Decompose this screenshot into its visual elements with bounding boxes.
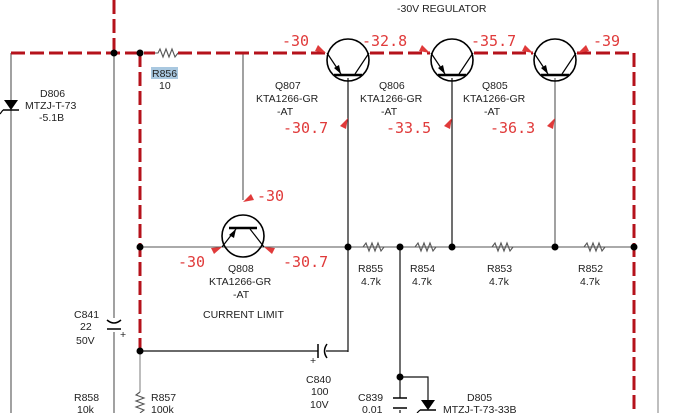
q806-suffix: -AT [381, 106, 398, 118]
r857-symbol[interactable] [134, 391, 146, 413]
c839-symbol[interactable] [392, 397, 408, 410]
q806-symbol[interactable] [430, 38, 474, 82]
current-limit-label: CURRENT LIMIT [203, 309, 284, 321]
r852-symbol[interactable] [583, 241, 606, 253]
q805-base-voltage: -36.3 [490, 119, 535, 137]
c841-symbol[interactable] [104, 318, 124, 332]
r854-symbol[interactable] [414, 241, 437, 253]
q808-base-voltage: -30.7 [283, 253, 328, 271]
q807-base-voltage: -30.7 [283, 119, 328, 137]
q805-emitter-voltage: -35.7 [471, 32, 516, 50]
r852-value: 4.7k [580, 276, 601, 288]
r855-value: 4.7k [361, 276, 382, 288]
q805-symbol[interactable] [533, 38, 577, 82]
q808-symbol[interactable] [221, 214, 265, 258]
c840-ref: C840 [306, 374, 331, 386]
d806-suffix: -5.1B [39, 112, 64, 124]
q808-collector-voltage: -30 [257, 187, 284, 205]
q808-ref: Q808 [228, 263, 254, 275]
c841-value: 22 [80, 321, 92, 333]
wire-d805 [400, 376, 429, 400]
q806-base-voltage: -33.5 [386, 119, 431, 137]
r852-ref: R852 [578, 263, 603, 275]
q805-suffix: -AT [484, 106, 501, 118]
r857-ref: R857 [151, 392, 176, 404]
r858-value: 10k [77, 404, 95, 413]
r854-value: 4.7k [412, 276, 433, 288]
q808-suffix: -AT [233, 289, 250, 301]
q807-suffix: -AT [277, 106, 294, 118]
r854-ref: R854 [410, 263, 435, 275]
q807-symbol[interactable] [326, 38, 370, 82]
c841-plus: + [120, 329, 126, 341]
r857-value: 100k [151, 404, 175, 413]
c840-value: 100 [311, 386, 329, 398]
r853-value: 4.7k [489, 276, 510, 288]
d806-ref: D806 [40, 88, 65, 100]
c841-ref: C841 [74, 309, 99, 321]
q807-part: KTA1266-GR [256, 93, 319, 105]
r856-ref[interactable]: R856 [152, 68, 177, 80]
q805-ref: Q805 [482, 80, 508, 92]
q808-part: KTA1266-GR [209, 276, 272, 288]
q808-emitter-voltage: -30 [178, 253, 205, 271]
q805-part: KTA1266-GR [463, 93, 526, 105]
voltage-markers [211, 45, 589, 254]
c839-ref: C839 [358, 392, 383, 404]
r853-ref: R853 [487, 263, 512, 275]
c840-symbol[interactable] [317, 343, 328, 359]
r856-symbol[interactable] [155, 47, 179, 59]
r853-symbol[interactable] [491, 241, 514, 253]
c841-rating: 50V [76, 335, 95, 347]
q806-emitter-voltage: -32.8 [362, 32, 407, 50]
r858-ref: R858 [74, 392, 99, 404]
regulator-title: -30V REGULATOR [397, 3, 487, 15]
trace-q805-out [577, 51, 636, 413]
q807-emitter-voltage: -30 [282, 32, 309, 50]
d806-symbol[interactable] [0, 100, 19, 115]
q807-ref: Q807 [275, 80, 301, 92]
r855-ref: R855 [358, 263, 383, 275]
d805-part: MTZJ-T-73-33B [443, 404, 517, 413]
r855-symbol[interactable] [362, 241, 385, 253]
r856-selection-highlight [151, 67, 178, 79]
c839-value: 0.01 [362, 404, 383, 413]
r856-value: 10 [159, 80, 171, 92]
d805-ref: D805 [467, 392, 492, 404]
d805-symbol[interactable] [416, 400, 436, 413]
junction-dots [110, 49, 638, 381]
q806-part: KTA1266-GR [360, 93, 423, 105]
q805-collector-voltage: -39 [593, 32, 620, 50]
q806-ref: Q806 [379, 80, 405, 92]
c840-plus: + [310, 355, 316, 367]
c840-rating: 10V [310, 399, 329, 411]
d806-part: MTZJ-T-73 [25, 100, 76, 112]
